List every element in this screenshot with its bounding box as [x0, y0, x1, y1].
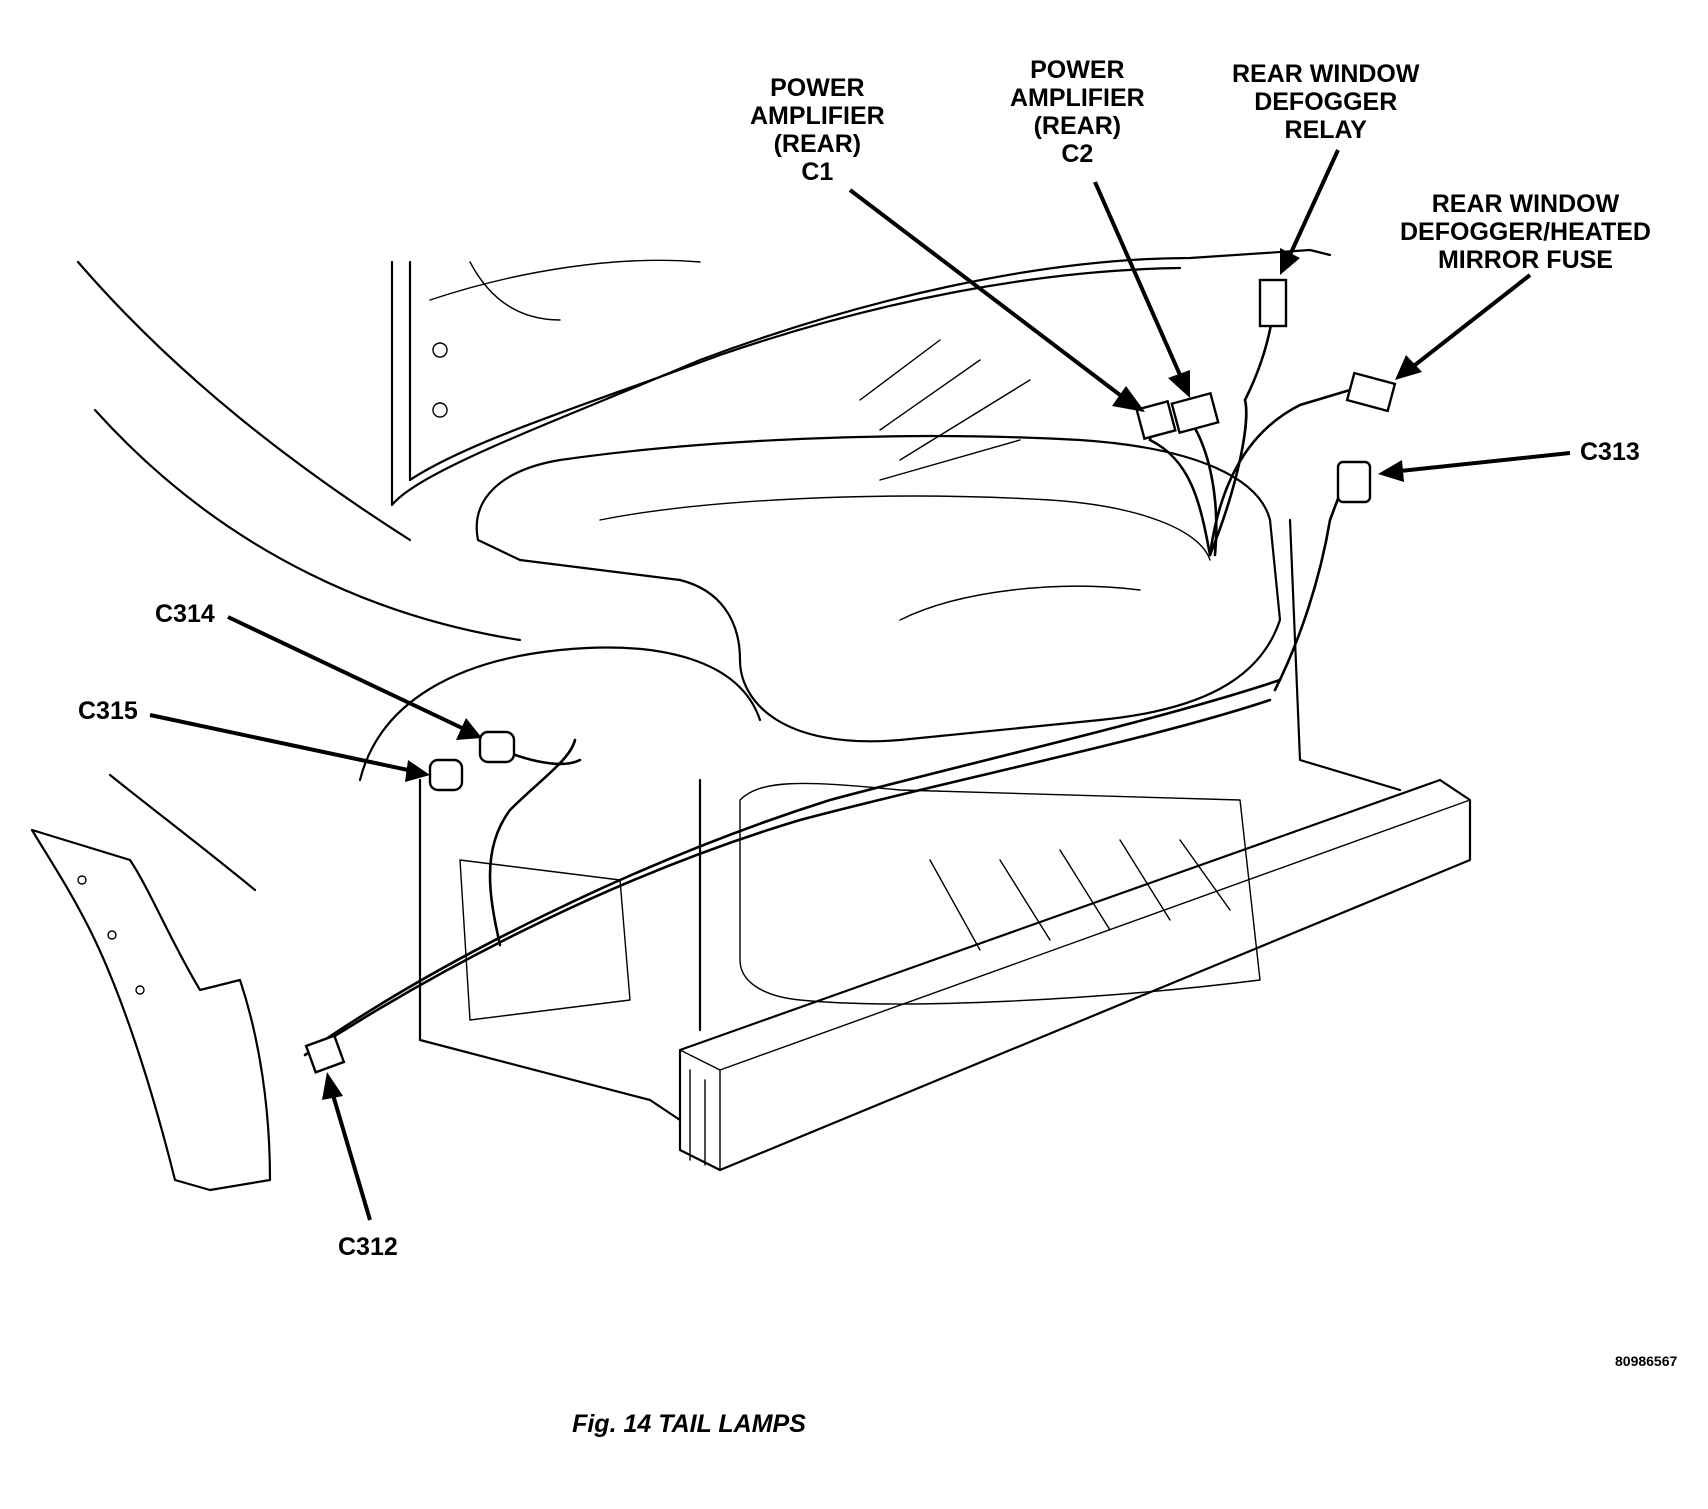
arrowhead-relay [1280, 248, 1300, 275]
label-line: POWER [770, 74, 865, 102]
arrowhead-c315 [405, 760, 430, 782]
label-line: REAR WINDOW [1232, 60, 1420, 88]
arrowhead-c2 [1168, 370, 1190, 398]
panel-rib [899, 379, 1031, 461]
leader-c1 [848, 188, 1122, 397]
label-power-amplifier-c1: POWER AMPLIFIER (REAR) C1 [750, 74, 885, 186]
leader-c312 [331, 1094, 372, 1221]
label-line: REAR WINDOW [1431, 190, 1620, 218]
leader-c315 [149, 713, 409, 772]
wheel-housing-arch [358, 646, 762, 782]
panel-cutout-left [459, 859, 631, 1021]
bumper-beam-channel [689, 1069, 706, 1166]
arrowhead-c1 [1112, 386, 1145, 412]
label-c313: C313 [1580, 438, 1640, 466]
mount-hole [432, 402, 448, 418]
label-line: C2 [1061, 140, 1094, 168]
leader-c2 [1093, 181, 1182, 376]
quarter-lower-line [108, 773, 257, 892]
arrowhead-fuse [1395, 355, 1422, 380]
c312-connector [304, 1034, 346, 1074]
label-line: MIRROR FUSE [1437, 246, 1613, 274]
arrowhead-c314 [456, 718, 482, 740]
defogger-relay-connector [1258, 278, 1288, 328]
liftgate-hinge-area [469, 261, 561, 321]
harness-branch-right [1273, 478, 1347, 692]
label-line: DEFOGGER [1254, 88, 1398, 116]
label-line: AMPLIFIER [1010, 84, 1145, 112]
cargo-floor-tub [475, 434, 1282, 743]
left-tail-lamp-pocket [30, 828, 272, 1192]
quarter-panel-line [93, 408, 522, 642]
label-power-amplifier-c2: POWER AMPLIFIER (REAR) C2 [1010, 56, 1145, 168]
leader-fuse [1413, 273, 1532, 367]
panel-cutout-center [739, 782, 1261, 1005]
label-line: (REAR) [773, 130, 862, 158]
harness-main-run [303, 698, 1272, 1057]
cargo-floor-recess [899, 585, 1141, 621]
rear-body-panel-right [1288, 518, 1402, 792]
label-c312: C312 [338, 1233, 398, 1261]
liftgate-inner-frame [408, 260, 1182, 482]
label-c314: C314 [155, 600, 215, 628]
bumper-beam [678, 778, 1472, 1172]
figure-caption: Fig. 14 TAIL LAMPS [572, 1410, 806, 1438]
harness-branch-left [488, 738, 577, 947]
arrowhead-c312 [322, 1072, 343, 1100]
liftgate-opening-frame [390, 248, 1332, 507]
figure-part-number: 80986567 [1615, 1353, 1678, 1369]
power-amp-c1-connector [1135, 399, 1177, 441]
panel-rib [859, 339, 941, 401]
label-line: (REAR) [1033, 112, 1122, 140]
leader-c313 [1399, 451, 1571, 473]
c313-connector [1336, 460, 1372, 504]
label-defogger-fuse: REAR WINDOW DEFOGGER/HEATED MIRROR FUSE [1400, 190, 1651, 274]
arrowhead-c313 [1378, 460, 1404, 482]
harness-to-c1 [1148, 408, 1212, 557]
rear-body-panel-left [418, 778, 682, 1122]
mount-hole [135, 985, 145, 995]
mount-hole [107, 930, 117, 940]
label-line: DEFOGGER/HEATED [1400, 218, 1651, 246]
label-line: RELAY [1284, 116, 1367, 144]
leader-c314 [227, 615, 463, 730]
liftgate-upper-trim [429, 259, 701, 301]
crossmember-x-bracing [929, 839, 1231, 951]
defogger-fuse-connector [1345, 371, 1397, 413]
label-defogger-relay: REAR WINDOW DEFOGGER RELAY [1232, 60, 1419, 144]
c314-connector [478, 730, 516, 764]
panel-rib [879, 439, 1021, 481]
label-c315: C315 [78, 697, 138, 725]
fender-edge-line [76, 260, 412, 542]
label-line: C1 [801, 158, 834, 186]
power-amp-c2-connector [1170, 391, 1220, 435]
label-line: AMPLIFIER [750, 102, 885, 130]
label-line: POWER [1030, 56, 1125, 84]
harness-to-fuse [1208, 388, 1352, 557]
panel-rib [879, 359, 981, 431]
mount-hole [432, 342, 448, 358]
leader-relay [1288, 149, 1340, 256]
harness-main-run [308, 678, 1282, 1052]
harness-riser [1208, 398, 1248, 557]
bumper-beam-top-edge [679, 799, 1471, 1071]
c315-connector [428, 758, 464, 792]
cargo-floor-rib [599, 495, 1211, 561]
mount-hole [77, 875, 87, 885]
